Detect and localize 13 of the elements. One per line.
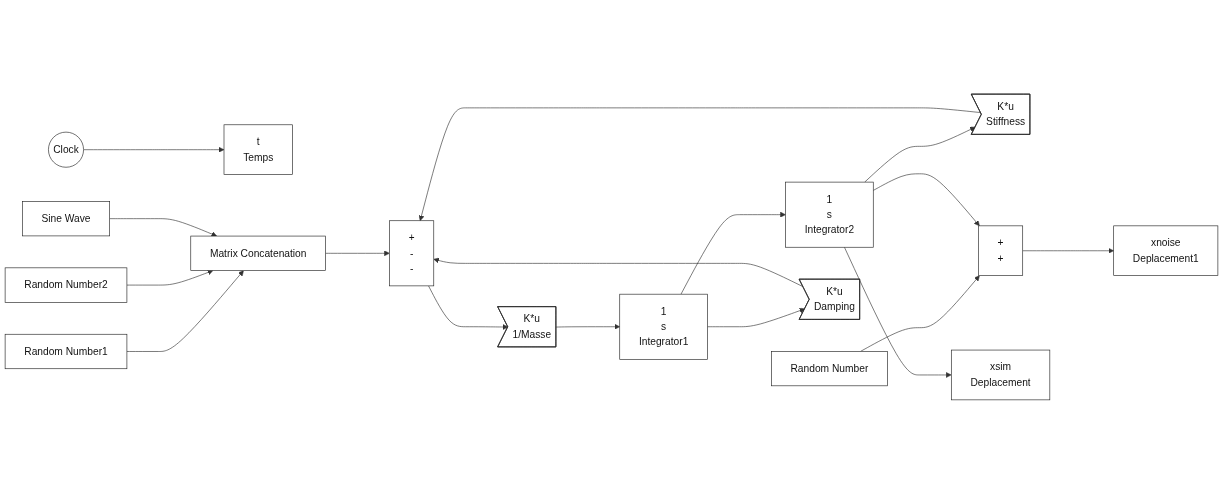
node-box: + - - <box>389 220 435 287</box>
node-circle: Clock <box>48 131 84 168</box>
node-box: 1 s Integrator2 <box>785 181 874 248</box>
node-box: + + <box>978 225 1024 276</box>
node-box: xnoise Deplacement1 <box>1113 225 1219 276</box>
node-box: t Temps <box>223 124 293 175</box>
node-box: xsim Deplacement <box>951 349 1051 401</box>
node-box: 1 s Integrator1 <box>619 293 708 360</box>
node-box: Random Number2 <box>4 267 128 303</box>
node-box: Random Number1 <box>4 333 128 370</box>
node-box: Sine Wave <box>22 201 110 237</box>
node-box: Random Number <box>771 351 888 387</box>
node-box: Matrix Concatenation <box>190 235 326 271</box>
